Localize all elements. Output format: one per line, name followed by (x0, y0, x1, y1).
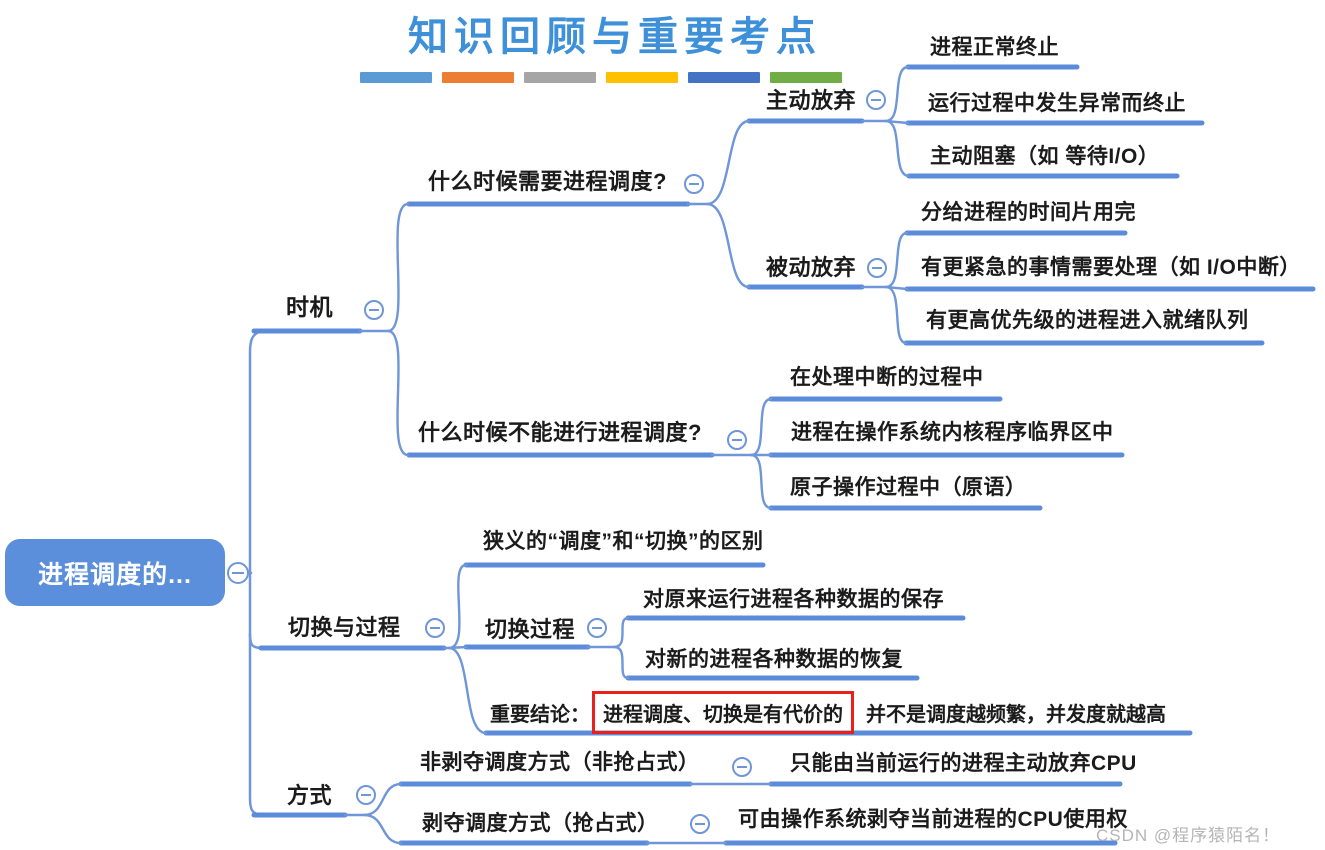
page-title: 知识回顾与重要考点 (408, 15, 822, 59)
node-passive-abandon[interactable]: 被动放弃 (766, 255, 857, 280)
topic-underlines (251, 64, 1316, 846)
leaf-atomic-operation[interactable]: 原子操作过程中（原语） (790, 476, 1027, 499)
branch-method[interactable]: 方式 (287, 783, 333, 808)
collapse-icon-preemptive[interactable] (690, 814, 710, 834)
trunk-lines (245, 329, 264, 817)
node-when-need-scheduling[interactable]: 什么时候需要进程调度? (428, 169, 667, 194)
leaf-normal-termination[interactable]: 进程正常终止 (930, 36, 1059, 59)
collapse-icon-need[interactable] (684, 174, 704, 194)
collapse-icon-switch-process[interactable] (587, 618, 607, 638)
leaf-save-old-process-data[interactable]: 对原来运行进程各种数据的保存 (643, 588, 944, 611)
title-underline-bar-2 (442, 72, 514, 83)
conclusion-highlight-box: 进程调度、切换是有代价的 (592, 691, 854, 734)
leaf-higher-priority[interactable]: 有更高优先级的进程进入就绪队列 (926, 309, 1249, 332)
title-underline-bar-6 (770, 72, 842, 83)
leaf-urgent-matter[interactable]: 有更紧急的事情需要处理（如 I/O中断） (921, 256, 1301, 279)
conclusion-suffix: 并不是调度越频繁，并发度就越高 (866, 704, 1166, 726)
collapse-icon-active[interactable] (866, 90, 886, 110)
leaf-active-blocking[interactable]: 主动阻塞（如 等待I/O） (930, 145, 1160, 168)
leaf-kernel-critical-section[interactable]: 进程在操作系统内核程序临界区中 (791, 421, 1114, 444)
collapse-icon-timing[interactable] (364, 300, 384, 320)
collapse-icon-cannot[interactable] (727, 430, 747, 450)
title-underline-bar-4 (606, 72, 678, 83)
collapse-icon-root[interactable] (227, 562, 249, 584)
root-topic-label: 进程调度的... (38, 560, 192, 589)
node-non-preemptive[interactable]: 非剥夺调度方式（非抢占式） (420, 751, 700, 774)
leaf-only-process-gives-up-cpu[interactable]: 只能由当前运行的进程主动放弃CPU (790, 752, 1137, 775)
collapse-icon-method[interactable] (356, 785, 376, 805)
conclusion-prefix: 重要结论： (490, 704, 590, 726)
node-conclusion[interactable]: 重要结论： 进程调度、切换是有代价的 并不是调度越频繁，并发度就越高 (490, 691, 1166, 734)
title-underline-bar-1 (360, 72, 432, 83)
collapse-icon-non-preemptive[interactable] (732, 757, 752, 777)
node-switch-process[interactable]: 切换过程 (485, 617, 576, 642)
root-topic[interactable]: 进程调度的... (5, 539, 225, 606)
leaf-interrupt-handling[interactable]: 在处理中断的过程中 (790, 366, 984, 389)
branch-curves (343, 65, 911, 845)
leaf-exception-termination[interactable]: 运行过程中发生异常而终止 (928, 92, 1186, 115)
branch-switching[interactable]: 切换与过程 (288, 615, 401, 640)
node-schedule-vs-switch[interactable]: 狭义的“调度”和“切换”的区别 (483, 530, 764, 553)
node-preemptive[interactable]: 剥夺调度方式（抢占式） (422, 812, 659, 835)
branch-timing[interactable]: 时机 (286, 294, 333, 320)
title-underline-bar-3 (524, 72, 596, 83)
leaf-timeslice-used-up[interactable]: 分给进程的时间片用完 (921, 201, 1136, 224)
node-when-cannot-schedule[interactable]: 什么时候不能进行进程调度? (418, 420, 702, 445)
title-underline-bar-5 (688, 72, 760, 83)
leaf-os-deprives-cpu[interactable]: 可由操作系统剥夺当前进程的CPU使用权 (738, 808, 1128, 831)
collapse-icon-switching[interactable] (425, 618, 445, 638)
node-active-abandon[interactable]: 主动放弃 (766, 88, 857, 113)
watermark: CSDN @程序猿陌名！ (1096, 826, 1281, 845)
leaf-restore-new-process-data[interactable]: 对新的进程各种数据的恢复 (645, 648, 903, 671)
collapse-icon-passive[interactable] (867, 258, 887, 278)
